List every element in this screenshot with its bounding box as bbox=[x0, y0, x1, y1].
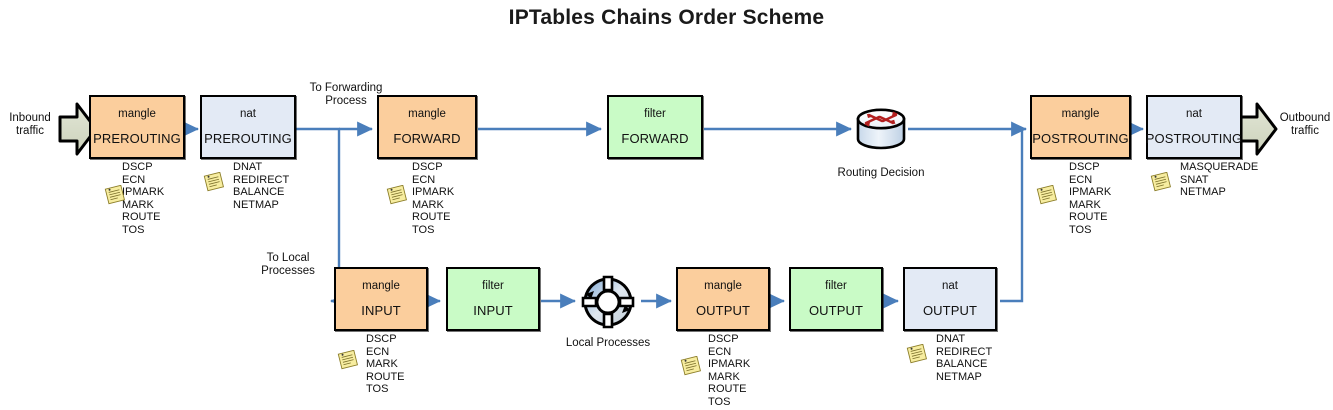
chain-box-nat-prerouting[interactable]: nat PREROUTING bbox=[200, 95, 296, 159]
chain-box-nat-postrouting[interactable]: nat POSTROUTING bbox=[1146, 95, 1242, 159]
to-forwarding-process-label: To Forwarding Process bbox=[309, 82, 383, 107]
chain-table-label: nat bbox=[942, 280, 958, 293]
inbound-block-arrow bbox=[58, 102, 98, 156]
chain-name-label: INPUT bbox=[361, 302, 401, 318]
note-icon bbox=[680, 356, 702, 376]
chain-box-filter-input[interactable]: filter INPUT bbox=[446, 267, 540, 331]
chain-table-label: filter bbox=[482, 280, 504, 293]
chain-name-label: FORWARD bbox=[621, 130, 689, 146]
chain-name-label: PREROUTING bbox=[204, 130, 292, 146]
inbound-traffic-label: Inbound traffic bbox=[9, 112, 51, 137]
targets-mangle-forward: DSCP ECN IPMARK MARK ROUTE TOS bbox=[412, 161, 455, 236]
targets-mangle-prerouting: DSCP ECN IPMARK MARK ROUTE TOS bbox=[122, 161, 165, 236]
chain-table-label: mangle bbox=[704, 280, 742, 293]
chain-name-label: FORWARD bbox=[393, 130, 461, 146]
page-title: IPTables Chains Order Scheme bbox=[508, 6, 825, 29]
chain-name-label: POSTROUTING bbox=[1032, 130, 1129, 146]
process-cycle-icon bbox=[581, 275, 635, 329]
chain-box-filter-output[interactable]: filter OUTPUT bbox=[789, 267, 883, 331]
chain-box-mangle-output[interactable]: mangle OUTPUT bbox=[676, 267, 770, 331]
to-local-processes-label: To Local Processes bbox=[261, 252, 315, 277]
outbound-traffic-label: Outbound traffic bbox=[1279, 112, 1331, 137]
chain-table-label: mangle bbox=[118, 108, 156, 121]
note-icon bbox=[104, 185, 126, 205]
chain-box-nat-output[interactable]: nat OUTPUT bbox=[903, 267, 997, 331]
targets-mangle-output: DSCP ECN IPMARK MARK ROUTE TOS bbox=[708, 333, 751, 408]
note-icon bbox=[906, 344, 928, 364]
routing-decision-caption: Routing Decision bbox=[837, 167, 925, 179]
targets-nat-postrouting: MASQUERADE SNAT NETMAP bbox=[1180, 161, 1259, 199]
local-processes-caption: Local Processes bbox=[565, 337, 651, 349]
note-icon bbox=[203, 172, 225, 192]
targets-mangle-postrouting: DSCP ECN IPMARK MARK ROUTE TOS bbox=[1069, 161, 1112, 236]
chain-table-label: nat bbox=[1186, 108, 1202, 121]
chain-table-label: filter bbox=[644, 108, 666, 121]
note-icon bbox=[386, 185, 408, 205]
chain-name-label: OUTPUT bbox=[695, 302, 751, 318]
chain-table-label: mangle bbox=[408, 108, 446, 121]
router-icon bbox=[856, 108, 906, 150]
chain-box-mangle-forward[interactable]: mangle FORWARD bbox=[377, 95, 477, 159]
chain-table-label: mangle bbox=[1061, 108, 1100, 121]
chain-name-label: OUTPUT bbox=[808, 302, 864, 318]
chain-name-label: PREROUTING bbox=[93, 130, 181, 146]
chain-box-mangle-prerouting[interactable]: mangle PREROUTING bbox=[89, 95, 185, 159]
chain-name-label: OUTPUT bbox=[922, 302, 978, 318]
chain-name-label: INPUT bbox=[473, 302, 513, 318]
chain-table-label: nat bbox=[240, 108, 256, 121]
chain-box-mangle-postrouting[interactable]: mangle POSTROUTING bbox=[1030, 95, 1131, 159]
chain-box-filter-forward[interactable]: filter FORWARD bbox=[607, 95, 703, 159]
targets-nat-prerouting: DNAT REDIRECT BALANCE NETMAP bbox=[233, 161, 290, 211]
outbound-block-arrow bbox=[1238, 102, 1278, 156]
chain-box-mangle-input[interactable]: mangle INPUT bbox=[334, 267, 428, 331]
note-icon bbox=[1150, 172, 1172, 192]
chain-table-label: filter bbox=[825, 280, 847, 293]
note-icon bbox=[337, 350, 359, 370]
targets-mangle-input: DSCP ECN MARK ROUTE TOS bbox=[366, 333, 405, 396]
targets-nat-output: DNAT REDIRECT BALANCE NETMAP bbox=[936, 333, 993, 383]
chain-name-label: POSTROUTING bbox=[1145, 130, 1243, 146]
note-icon bbox=[1036, 185, 1058, 205]
chain-table-label: mangle bbox=[362, 280, 400, 293]
